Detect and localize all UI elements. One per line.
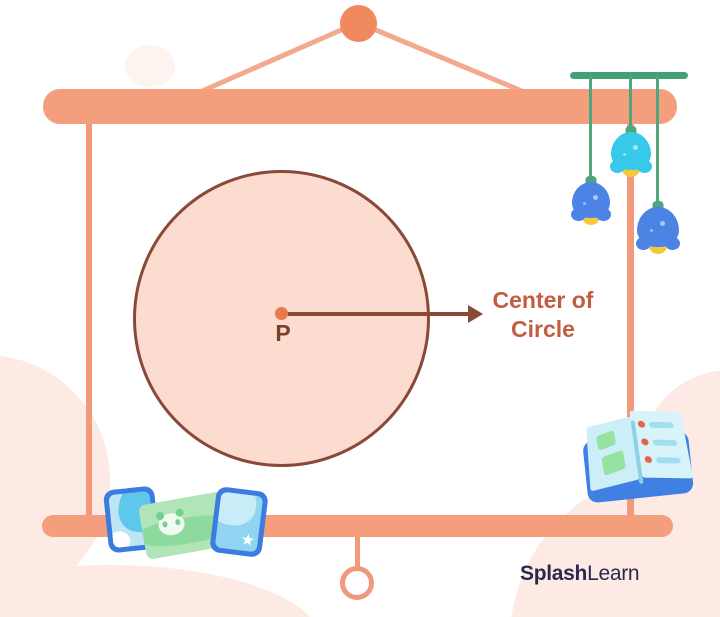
flower-string-right: [656, 76, 659, 212]
flower-rod: [570, 72, 688, 79]
bottom-ring-cord: [355, 536, 360, 569]
photo-card-icon-right: ★: [209, 486, 269, 558]
flower-icon-middle: [610, 126, 652, 177]
star-icon: ★: [239, 531, 256, 550]
background-blob-bottom-left-wide: [0, 565, 320, 617]
hanger-knob-icon: [340, 5, 377, 42]
center-label-line1: Center of: [492, 287, 594, 313]
center-point-dot: [275, 307, 288, 320]
flower-icon-left: [571, 176, 611, 225]
open-book-icon: [576, 403, 701, 516]
center-label-line2: Circle: [511, 316, 575, 342]
hanger-string-left: [199, 20, 360, 94]
arrow-right-icon: [468, 305, 483, 323]
splashlearn-logo: SplashLearn: [520, 562, 640, 586]
bottom-ring-icon: [340, 566, 374, 600]
hanger-string-right: [357, 20, 526, 95]
center-of-circle-label: Center of Circle: [467, 286, 619, 344]
flower-string-middle: [629, 76, 632, 138]
pointer-line: [287, 312, 470, 316]
flower-string-left: [589, 76, 592, 186]
logo-part-learn: Learn: [587, 562, 640, 585]
flower-icon-right: [636, 201, 680, 254]
poster-left-cord: [86, 121, 92, 518]
logo-part-splash: Splash: [520, 562, 588, 585]
background-blob-top-left: [125, 45, 175, 87]
poster-right-cord: [627, 121, 634, 518]
poster-top-bar: [43, 89, 677, 124]
center-point-label: P: [275, 320, 291, 346]
